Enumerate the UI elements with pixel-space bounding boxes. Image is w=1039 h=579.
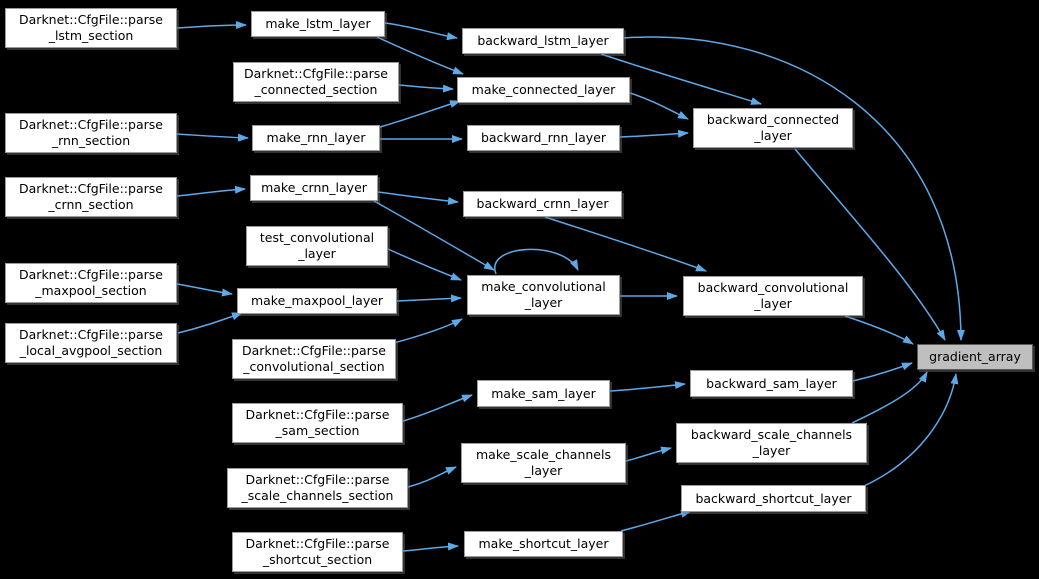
edge-parse-convolutional-section-to-make-convolutional-layer — [389, 318, 463, 345]
edge-backward-lstm-layer-to-backward-connected-layer — [600, 53, 762, 105]
node-make-maxpool-layer[interactable]: make_maxpool_layer — [237, 288, 397, 314]
node-make-connected-layer[interactable]: make_connected_layer — [457, 77, 630, 103]
edge-parse-rnn-section-to-make-rnn-layer — [176, 133, 249, 142]
edge-backward-sam-layer-to-gradient-array — [852, 362, 913, 382]
node-parse-lstm-section[interactable]: Darknet::CfgFile::parse _lstm_section — [5, 8, 177, 48]
edge-parse-maxpool-section-to-make-maxpool-layer — [176, 283, 233, 297]
node-label: Darknet::CfgFile::parse _scale_channels_… — [241, 472, 394, 503]
node-label: backward_lstm_layer — [477, 33, 609, 48]
edge-backward-lstm-layer-to-gradient-array — [623, 36, 965, 341]
node-label: Darknet::CfgFile::parse _local_avgpool_s… — [19, 327, 163, 358]
node-label: backward_shortcut_layer — [695, 490, 852, 506]
edge-make-lstm-layer-to-make-connected-layer — [376, 36, 464, 75]
node-label: make_convolutional _layer — [481, 279, 606, 310]
node-label: backward_connected _layer — [706, 112, 840, 143]
node-parse-scale-channels-section[interactable]: Darknet::CfgFile::parse _scale_channels_… — [227, 468, 408, 508]
node-make-crnn-layer[interactable]: make_crnn_layer — [250, 175, 378, 201]
node-parse-sam-section[interactable]: Darknet::CfgFile::parse _sam_section — [232, 403, 403, 443]
node-backward-connected-layer[interactable]: backward_connected _layer — [693, 108, 853, 148]
edge-make-maxpool-layer-to-make-convolutional-layer — [396, 294, 462, 303]
edge-make-scale-channels-layer-to-backward-scale-channels-layer — [625, 446, 672, 462]
node-backward-scale-channels-layer[interactable]: backward_scale_channels _layer — [676, 423, 867, 463]
node-label: make_scale_channels _layer — [475, 447, 611, 478]
node-label: Darknet::CfgFile::parse _sam_section — [245, 407, 390, 438]
node-make-shortcut-layer[interactable]: make_shortcut_layer — [464, 531, 623, 557]
edge-make-crnn-layer-to-make-convolutional-layer — [373, 200, 495, 271]
node-label: make_rnn_layer — [266, 130, 366, 145]
node-label: backward_crnn_layer — [476, 196, 609, 211]
edge-make-shortcut-layer-to-backward-shortcut-layer — [620, 509, 692, 532]
node-parse-maxpool-section[interactable]: Darknet::CfgFile::parse _maxpool_section — [5, 263, 177, 303]
edge-parse-scale-channels-section-to-make-scale-channels-layer — [407, 466, 457, 488]
node-label: Darknet::CfgFile::parse _crnn_section — [19, 181, 163, 212]
edge-make-crnn-layer-to-backward-crnn-layer — [377, 191, 459, 205]
edge-make-sam-layer-to-backward-sam-layer — [609, 381, 686, 392]
node-make-scale-channels-layer[interactable]: make_scale_channels _layer — [461, 443, 626, 483]
edge-backward-rnn-layer-to-backward-connected-layer — [619, 129, 689, 138]
edge-backward-crnn-layer-to-backward-convolutional-layer — [544, 216, 707, 272]
node-label: make_lstm_layer — [265, 16, 371, 31]
edge-parse-lstm-section-to-make-lstm-layer — [176, 21, 247, 30]
node-backward-lstm-layer[interactable]: backward_lstm_layer — [462, 28, 624, 54]
node-test-convolutional-layer[interactable]: test_convolutional _layer — [246, 226, 388, 266]
node-label: make_sam_layer — [491, 385, 596, 401]
node-label: backward_scale_channels _layer — [690, 427, 853, 458]
node-parse-convolutional-section[interactable]: Darknet::CfgFile::parse _convolutional_s… — [232, 339, 396, 379]
node-label: make_crnn_layer — [261, 180, 367, 195]
node-backward-sam-layer[interactable]: backward_sam_layer — [690, 370, 853, 397]
node-label: make_shortcut_layer — [478, 536, 609, 551]
node-parse-connected-section[interactable]: Darknet::CfgFile::parse _connected_secti… — [233, 62, 399, 102]
node-make-lstm-layer[interactable]: make_lstm_layer — [251, 11, 385, 37]
node-backward-convolutional-layer[interactable]: backward_convolutional _layer — [683, 276, 863, 316]
node-make-rnn-layer[interactable]: make_rnn_layer — [252, 125, 380, 151]
edge-make-connected-layer-to-backward-connected-layer — [629, 92, 689, 120]
node-parse-shortcut-section[interactable]: Darknet::CfgFile::parse _shortcut_sectio… — [232, 532, 403, 572]
edge-parse-shortcut-section-to-make-shortcut-layer — [402, 542, 459, 552]
edge-parse-crnn-section-to-make-crnn-layer — [176, 185, 246, 197]
edge-test-convolutional-layer-to-make-convolutional-layer — [387, 248, 462, 281]
edge-parse-sam-section-to-make-sam-layer — [402, 394, 473, 422]
node-make-sam-layer[interactable]: make_sam_layer — [477, 380, 610, 407]
edge-parse-connected-section-to-make-connected-layer — [398, 84, 454, 93]
edge-make-lstm-layer-to-backward-lstm-layer — [384, 22, 458, 41]
node-label: Darknet::CfgFile::parse _convolutional_s… — [242, 343, 386, 374]
node-label: gradient_array — [929, 349, 1021, 364]
node-label: backward_rnn_layer — [480, 130, 607, 145]
node-label: make_connected_layer — [471, 82, 616, 97]
node-label: test_convolutional _layer — [259, 230, 375, 261]
node-label: make_maxpool_layer — [250, 293, 384, 308]
node-parse-rnn-section[interactable]: Darknet::CfgFile::parse _rnn_section — [5, 113, 177, 153]
edge-make-convolutional-layer-self-loop — [494, 248, 579, 275]
node-backward-crnn-layer[interactable]: backward_crnn_layer — [463, 191, 622, 217]
node-label: Darknet::CfgFile::parse _maxpool_section — [19, 267, 163, 298]
node-parse-local-avgpool-section[interactable]: Darknet::CfgFile::parse _local_avgpool_s… — [5, 323, 177, 363]
node-parse-crnn-section[interactable]: Darknet::CfgFile::parse _crnn_section — [5, 177, 177, 217]
node-backward-rnn-layer[interactable]: backward_rnn_layer — [467, 125, 620, 151]
node-label: backward_sam_layer — [706, 375, 837, 391]
edge-backward-scale-channels-layer-to-gradient-array — [851, 371, 928, 424]
node-make-convolutional-layer[interactable]: make_convolutional _layer — [467, 275, 620, 315]
node-label: Darknet::CfgFile::parse _shortcut_sectio… — [245, 536, 390, 567]
node-label: Darknet::CfgFile::parse _lstm_section — [19, 12, 163, 43]
node-label: Darknet::CfgFile::parse _connected_secti… — [244, 66, 388, 97]
edge-backward-shortcut-layer-to-gradient-array — [863, 373, 959, 487]
node-label: backward_convolutional _layer — [697, 280, 849, 311]
node-backward-shortcut-layer[interactable]: backward_shortcut_layer — [681, 485, 866, 512]
edge-parse-local-avgpool-section-to-make-maxpool-layer — [177, 312, 243, 334]
edge-make-rnn-layer-to-make-connected-layer — [379, 100, 461, 128]
edge-backward-convolutional-layer-to-gradient-array — [844, 315, 914, 345]
node-label: Darknet::CfgFile::parse _rnn_section — [19, 117, 163, 148]
node-gradient-array: gradient_array — [917, 344, 1033, 370]
edge-backward-connected-layer-to-gradient-array — [794, 148, 946, 341]
